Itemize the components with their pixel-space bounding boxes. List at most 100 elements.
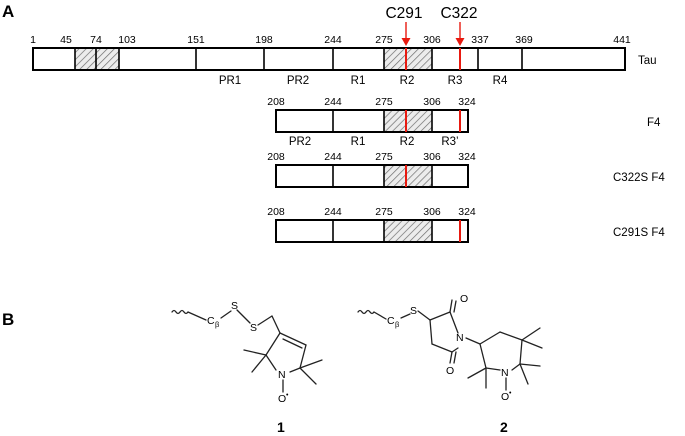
c291s-bar [275,219,469,243]
bond [265,332,281,356]
nitrogen-atom-label: N [278,369,286,381]
c322-marker: C322 [440,5,478,46]
panel-b-label: B [2,310,14,329]
sulfur-atom-label: S [231,300,238,312]
bond [449,311,459,334]
spin-label-1-structure: C β S S N O • 1 [171,300,323,435]
carbonyl-bond [449,299,453,313]
double-bond [282,338,303,349]
radical-dot: • [286,392,289,399]
bond [187,311,207,321]
c291s-f4-construct: 208 244 275 306 324 C291S F4 [267,206,665,243]
tau-pos-label: 306 [423,34,441,46]
f4-domain-label: R1 [351,136,366,148]
bond [479,331,501,345]
tau-pos-label: 369 [515,34,533,46]
c322-label: C322 [440,5,477,22]
tau-construct: 1 45 74 103 151 198 244 275 306 337 369 … [30,34,656,87]
bond [400,313,411,319]
compound-1-number: 1 [277,419,285,435]
bond [465,337,481,345]
c291s-pos-label: 244 [324,206,342,218]
f4-domain-label: R2 [400,136,415,148]
beta-subscript: β [215,320,220,329]
bond [485,367,501,371]
tau-domain-label: PR1 [219,75,241,87]
methyl-bond [251,354,267,373]
bond [289,367,301,373]
methyl-bond [521,327,541,341]
tau-domain-label: R2 [400,75,415,87]
f4-r2-insert [384,110,432,132]
f4-pos-label: 208 [267,96,285,108]
carbonyl-bond [449,351,453,364]
tau-pos-label: 103 [118,34,136,46]
methyl-bond [299,367,317,385]
beta-subscript: β [395,320,400,329]
c291s-pos-label: 306 [423,206,441,218]
carbonyl-oxygen-label: O [460,293,468,305]
c322s-r2-insert [384,165,432,187]
tau-r2-insert [384,48,432,70]
tau-n-terminal-insert [75,48,119,70]
spin-label-2-structure: C β S O O N N O • 2 [357,293,543,435]
c291s-position-labels: 208 244 275 306 324 [267,206,476,218]
beta-carbon-label: C [387,315,395,327]
tau-domain-labels: PR1 PR2 R1 R2 R3 R4 [219,75,508,87]
tau-position-labels: 1 45 74 103 151 198 244 275 306 337 369 … [30,34,631,46]
f4-pos-label: 306 [423,96,441,108]
c322s-pos-label: 324 [458,151,476,163]
bond [299,344,307,369]
tau-construct-name: Tau [638,55,657,67]
oxygen-atom-label: O [501,391,509,403]
c322s-pos-label: 275 [375,151,393,163]
methyl-bond [243,349,267,356]
c322s-pos-label: 208 [267,151,285,163]
bond [220,310,232,319]
protein-attachment-wavy-bond [357,309,375,315]
tau-pos-label: 151 [187,34,205,46]
methyl-bond [467,367,487,379]
bond [417,310,431,321]
f4-construct-name: F4 [647,117,661,129]
f4-pos-label: 324 [458,96,476,108]
c322s-bar [275,164,469,188]
sulfur-atom-label: S [250,322,257,334]
methyl-bond [519,363,529,385]
f4-position-labels: 208 244 275 306 324 [267,96,476,108]
protein-attachment-wavy-bond [171,309,189,315]
bond [271,315,281,334]
bond [429,319,433,345]
panel-a-label: A [2,2,14,21]
compound-2-number: 2 [500,419,508,435]
c322s-position-labels: 208 244 275 306 324 [267,151,476,163]
c291-marker: C291 [385,5,423,46]
bond [511,363,521,371]
c322s-construct-name: C322S F4 [613,172,665,184]
c291s-construct-name: C291S F4 [613,227,665,239]
tau-domain-label: R4 [493,75,508,87]
tau-domain-label: PR2 [287,75,309,87]
methyl-bond [519,363,541,367]
tau-bar [32,47,626,71]
f4-construct: 208 244 275 306 324 PR2 R1 R2 R3’ F4 [267,96,661,148]
c322-arrow-head [455,38,465,46]
tau-pos-label: 45 [60,34,72,46]
f4-dividers [332,110,433,132]
sulfur-atom-label: S [410,305,417,317]
nitroxide-nitrogen-label: N [501,367,509,379]
bond [499,331,523,341]
tau-domain-label: R3 [448,75,463,87]
carbonyl-double-bond [453,351,457,364]
c291s-pos-label: 324 [458,206,476,218]
c322s-pos-label: 306 [423,151,441,163]
carbonyl-double-bond [453,300,457,313]
c291-label: C291 [385,5,422,22]
bond [519,339,523,365]
f4-pos-label: 275 [375,96,393,108]
methyl-bond [299,359,323,369]
bond [451,347,459,353]
tau-pos-label: 337 [471,34,489,46]
carbonyl-oxygen-label: O [446,365,454,377]
